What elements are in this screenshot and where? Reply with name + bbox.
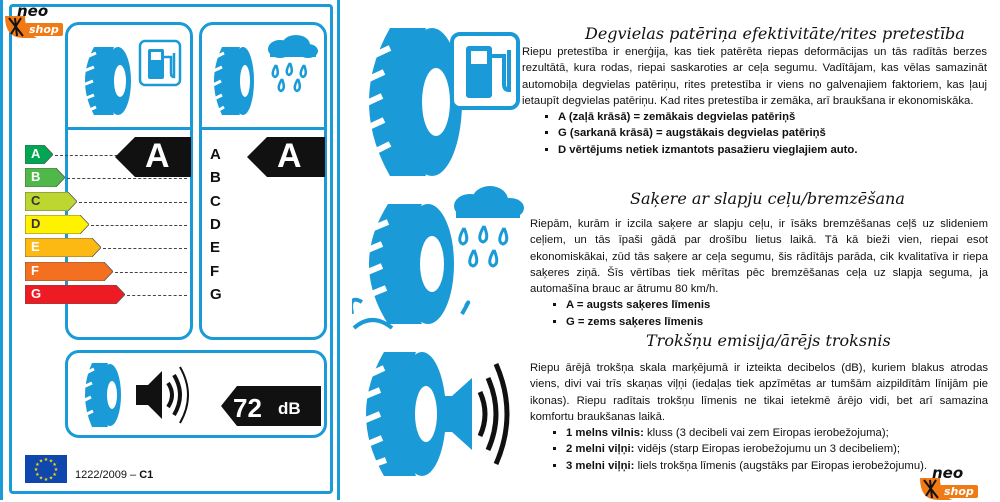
wet-tyre-icon — [208, 47, 254, 115]
scale-guide-line — [79, 201, 187, 203]
scale-guide-line — [115, 271, 187, 273]
wet-tyre-large-icon — [352, 186, 524, 330]
wet-grade-indicator: A — [247, 137, 325, 177]
scale-guide-line — [103, 248, 187, 250]
fuel-scale-arrow — [25, 284, 125, 304]
fuel-scale-letter: G — [31, 285, 42, 301]
sound-wave-2 — [172, 373, 182, 417]
noise-tyre-icon — [78, 363, 121, 427]
wet-scale-letter: G — [210, 285, 222, 303]
list-item: G = zems saķeres līmenis — [566, 314, 988, 330]
fuel-bullet-list: A (zaļā krāsā) = zemākais degvielas patē… — [522, 109, 987, 158]
wet-scale-letter: C — [210, 192, 221, 210]
regulation-text: 1222/2009 – C1 — [75, 469, 154, 481]
logo-shop-text: shop — [940, 485, 978, 498]
fuel-scale-letter: F — [31, 262, 39, 278]
wet-description: Riepām, kurām ir izcila saķere ar slapju… — [530, 218, 988, 296]
wet-scale-letter: F — [210, 262, 220, 280]
list-item: A (zaļā krāsā) = zemākais degvielas patē… — [558, 109, 987, 125]
wet-scale-letter: D — [210, 215, 221, 233]
wet-section-body: Riepām, kurām ir izcila saķere ar slapju… — [530, 216, 988, 330]
fuel-scale-arrow — [25, 191, 77, 211]
eu-flag-icon: ★★★★ ★★★★ ★★★★ — [25, 455, 67, 483]
fuel-scale-arrow — [25, 238, 101, 258]
fuel-grade-letter: A — [145, 137, 170, 175]
scale-guide-line — [91, 224, 187, 226]
list-item: 1 melns vilnis: kluss (3 decibeli vai ze… — [566, 425, 988, 441]
speaker-icon — [136, 366, 189, 424]
fuel-section-body: Riepu pretestība ir enerģija, kas tiek p… — [522, 44, 987, 158]
fuel-scale-letter: C — [31, 192, 41, 208]
svg-text:★: ★ — [44, 457, 49, 463]
svg-text:★: ★ — [49, 476, 54, 482]
fuel-tyre-large-icon — [354, 28, 520, 176]
noise-value: 72 — [233, 393, 262, 423]
noise-bullet-list: 1 melns vilnis: kluss (3 decibeli vai ze… — [530, 425, 988, 474]
fuel-grade-arrow — [115, 137, 191, 177]
fuel-pump-icon — [138, 39, 182, 87]
list-item: 3 melni viļņi: liels trokšņa līmenis (au… — [566, 458, 988, 474]
logo-shop-text: shop — [25, 23, 63, 36]
logo-neo-text: neo — [932, 464, 964, 482]
svg-text:★: ★ — [49, 458, 54, 464]
list-item: D vērtējums netiek izmantots pasažieru v… — [558, 142, 987, 158]
neoshop-logo[interactable]: neo shop — [3, 2, 65, 40]
noise-value-arrow — [221, 386, 321, 426]
fuel-tyre-icon — [77, 47, 131, 115]
noise-description: Riepu ārējā trokšņa skala marķējumā ir i… — [530, 362, 988, 423]
svg-text:★: ★ — [52, 462, 57, 468]
noise-unit: dB — [278, 399, 301, 418]
noise-section-title: Trokšņu emisija/ārējs troksnis — [646, 331, 891, 350]
fuel-scale-arrow — [25, 214, 89, 234]
fuel-scale-letter: E — [31, 239, 40, 255]
svg-text:★: ★ — [44, 477, 49, 483]
sound-wave-1 — [166, 381, 174, 409]
fuel-grade-indicator: A — [115, 137, 191, 177]
rain-cloud-icon — [268, 35, 318, 93]
list-item: G (sarkanā krāsā) = augstākais degvielas… — [558, 125, 987, 141]
fuel-scale-letter: D — [31, 215, 41, 231]
scale-guide-line — [127, 294, 187, 296]
fuel-section-title: Degvielas patēriņa efektivitāte/rites pr… — [585, 24, 965, 43]
label-frame — [9, 4, 333, 494]
list-item: 2 melni viļņi: vidējs (starp Eiropas ier… — [566, 441, 988, 457]
svg-text:★: ★ — [54, 467, 59, 473]
neoshop-logo-bottom[interactable]: neo shop — [918, 464, 980, 502]
noise-tyre-large-icon — [354, 352, 510, 476]
svg-text:★: ★ — [39, 458, 44, 464]
panel-divider — [202, 127, 324, 130]
wet-section-title: Saķere ar slapju ceļu/bremzēšana — [630, 189, 905, 208]
wet-grade-letter: A — [277, 137, 302, 175]
panel-divider — [68, 127, 190, 130]
sound-wave-3 — [179, 366, 189, 424]
wet-scale-letter: B — [210, 169, 221, 187]
wet-grade-arrow — [247, 137, 325, 177]
wet-scale-letter: E — [210, 239, 221, 257]
svg-text:★: ★ — [52, 472, 57, 478]
fuel-description: Riepu pretestība ir enerģija, kas tiek p… — [522, 46, 987, 107]
fuel-scale-letter: A — [31, 146, 41, 161]
fuel-scale-letter: B — [31, 169, 41, 185]
scale-guide-line — [67, 178, 187, 180]
wet-scale-letter: A — [210, 146, 221, 163]
fuel-scale-arrow — [25, 261, 113, 281]
svg-text:★: ★ — [39, 476, 44, 482]
noise-section-body: Riepu ārējā trokšņa skala marķējumā ir i… — [530, 360, 988, 474]
svg-text:★: ★ — [34, 467, 39, 473]
svg-text:★: ★ — [35, 472, 40, 478]
svg-text:★: ★ — [35, 462, 40, 468]
wet-bullet-list: A = augsts saķeres līmenis G = zems saķe… — [530, 297, 988, 330]
fuel-scale-arrow — [25, 168, 65, 188]
fuel-scale-arrow — [25, 145, 53, 164]
list-item: A = augsts saķeres līmenis — [566, 297, 988, 313]
logo-neo-text: neo — [17, 2, 49, 20]
wet-grip-panel — [199, 22, 327, 340]
